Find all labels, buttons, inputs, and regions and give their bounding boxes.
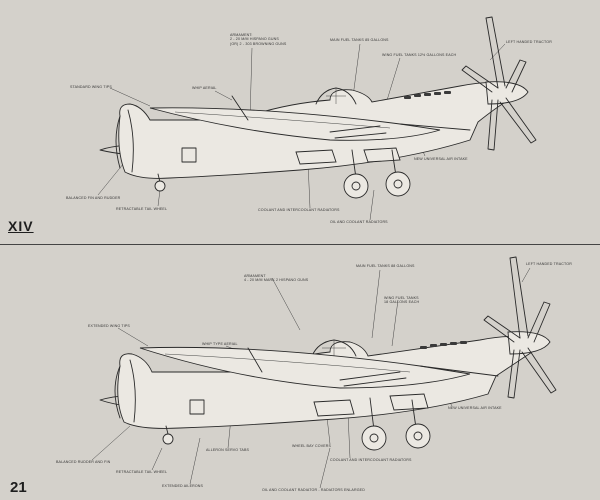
label-wing-fuel-top: WING FUEL TANKS 12½ GALLONS EACH xyxy=(382,53,457,57)
label-tractor-top: LEFT HANDED TRACTOR xyxy=(506,40,552,44)
label-wing-tips-top: STANDARD WING TIPS xyxy=(70,85,112,89)
label-oil-coolant-top: OIL AND COOLANT RADIATORS xyxy=(330,220,388,224)
page-number: 21 xyxy=(10,479,27,496)
label-coolant-bottom: COOLANT AND INTERCOOLANT RADIATORS xyxy=(330,458,412,462)
label-fin-rudder-top: BALANCED FIN AND RUDDER xyxy=(66,196,121,200)
top-aircraft-drawing xyxy=(97,16,537,221)
label-air-intake-top: NEW UNIVERSAL AIR INTAKE xyxy=(414,157,468,161)
label-servo-tabs-bottom: ALLERON SERVO TABS xyxy=(206,448,250,452)
bottom-aircraft-drawing xyxy=(91,256,557,489)
label-air-intake-bottom: NEW UNIVERSAL AIR INTAKE xyxy=(448,406,502,410)
label-fin-rudder-bottom: BALANCED RUDDER AND FIN xyxy=(56,460,111,464)
label-oil-coolant-bottom: OIL AND COOLANT RADIATOR - RADIATORS ENL… xyxy=(262,488,365,492)
mark-designation: XIV xyxy=(8,218,34,234)
label-tractor-bottom: LEFT HANDED TRACTOR xyxy=(526,262,572,266)
label-tail-wheel-bottom: RETRACTABLE TAIL WHEEL xyxy=(116,470,168,474)
label-coolant-top: COOLANT AND INTERCOOLANT RADIATORS xyxy=(258,208,340,212)
label-armament-bottom: ARMAMENT 4 - 20 M/M MARK 2 HISPANO GUNS xyxy=(244,274,309,283)
label-wing-tips-bottom: EXTENDED WING TIPS xyxy=(88,324,130,328)
label-whip-aerial-top: WHIP AERIAL xyxy=(192,86,217,90)
label-main-fuel-bottom: MAIN FUEL TANKS 88 GALLONS xyxy=(356,264,415,268)
label-whip-aerial-bottom: WHIP TYPE AERIAL xyxy=(202,342,238,346)
section-divider xyxy=(0,244,600,245)
label-wing-fuel-bottom: WING FUEL TANKS 18 GALLONS EACH xyxy=(384,296,420,305)
label-tail-wheel-top: RETRACTABLE TAIL WHEEL xyxy=(116,207,168,211)
label-main-fuel-top: MAIN FUEL TANKS 85 GALLONS xyxy=(330,38,389,42)
label-ailerons-bottom: EXTENDED AILERONS xyxy=(162,484,204,488)
label-wheel-bay-bottom: WHEEL BAY COVERS xyxy=(292,444,332,448)
label-armament-top: ARMAMENT: 2 - 20 M/M HISPANO GUNS (OR) 2… xyxy=(230,33,287,46)
